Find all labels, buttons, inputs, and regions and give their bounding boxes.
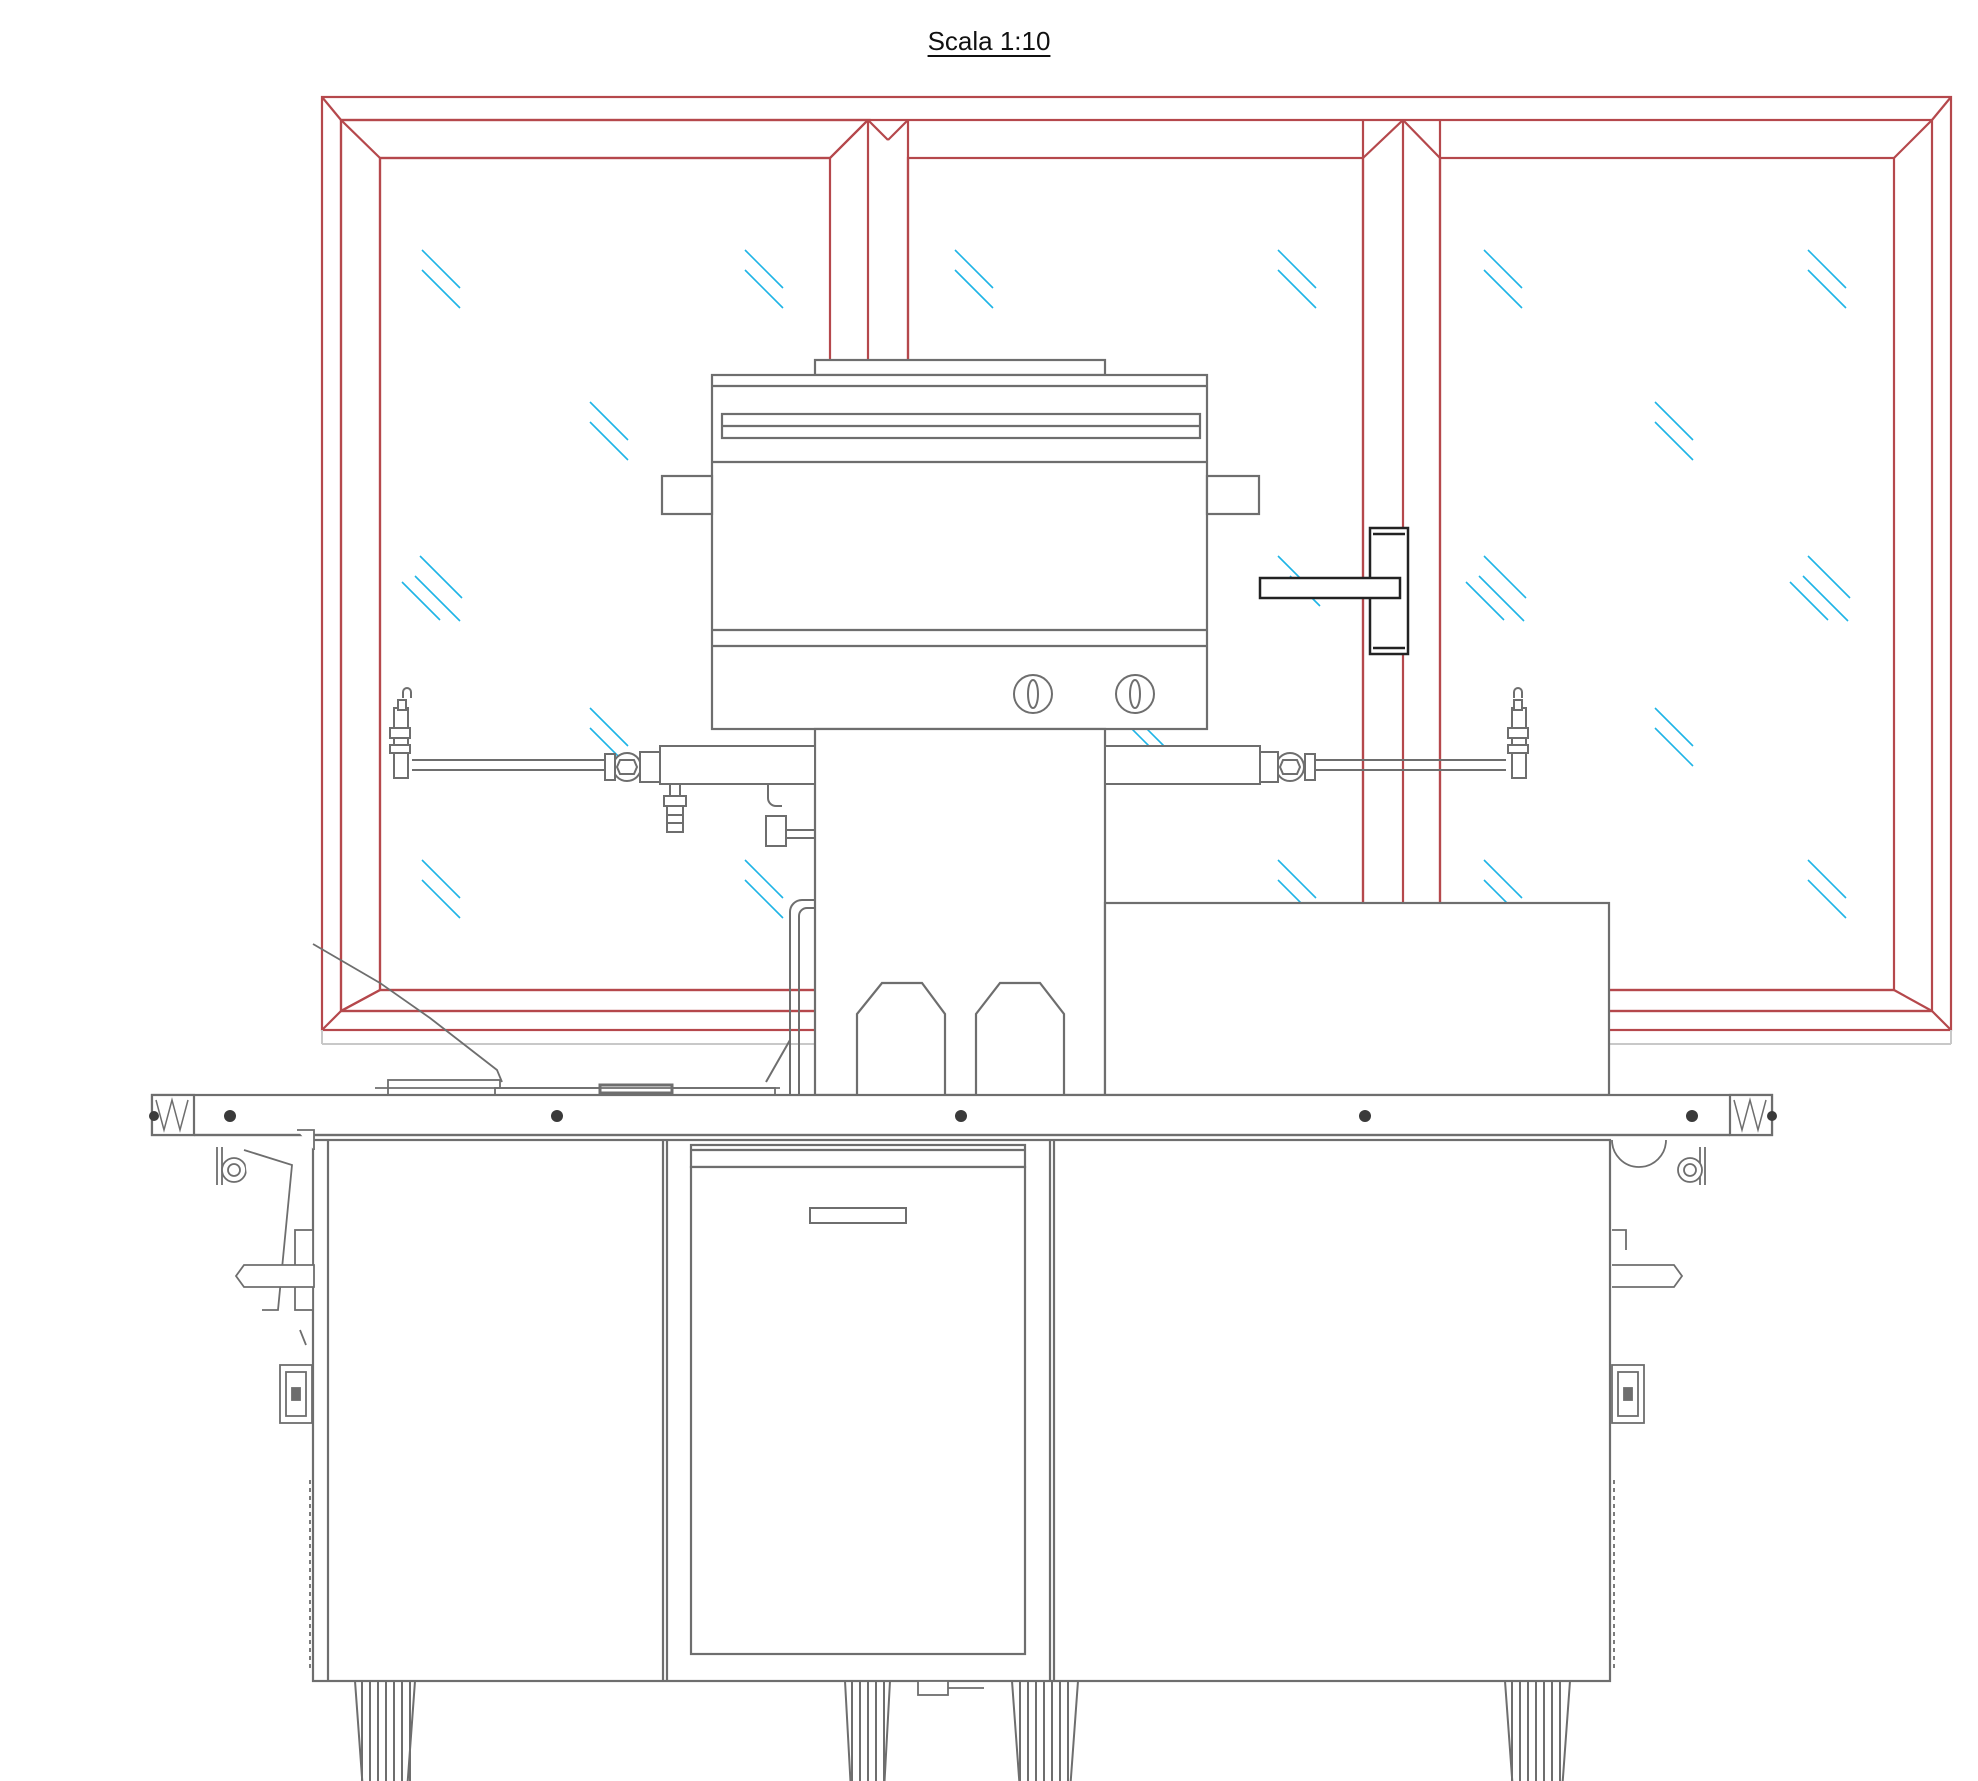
lever-arm[interactable] [312,943,780,1096]
control-knob[interactable] [1115,674,1155,714]
leveling-foot [1008,1680,1082,1781]
scale-text: Scala 1:10 [927,26,1051,56]
glass-reflection [401,249,1851,919]
drawing-scale-label: Scala 1:10 [0,26,1978,57]
countertop-bolts [149,1110,1777,1122]
cabinet-door[interactable] [689,1143,1027,1656]
central-column [813,727,1107,1097]
side-bracket-right [1611,1139,1706,1670]
right-raised-unit [1103,901,1611,1097]
leveling-foot [1500,1680,1575,1781]
control-knob[interactable] [1013,674,1053,714]
door-handle[interactable] [809,1207,907,1224]
gas-valve-right[interactable] [1104,687,1529,785]
countertop [150,1093,1774,1137]
gas-valve-left[interactable] [389,687,816,847]
leveling-foot [840,1680,895,1781]
leveling-foot [350,1680,420,1781]
side-bracket-left [216,1129,315,1670]
drain-pipe [765,899,815,1095]
cooktop-unit [660,358,1261,731]
faucet-handle[interactable] [1258,526,1410,656]
